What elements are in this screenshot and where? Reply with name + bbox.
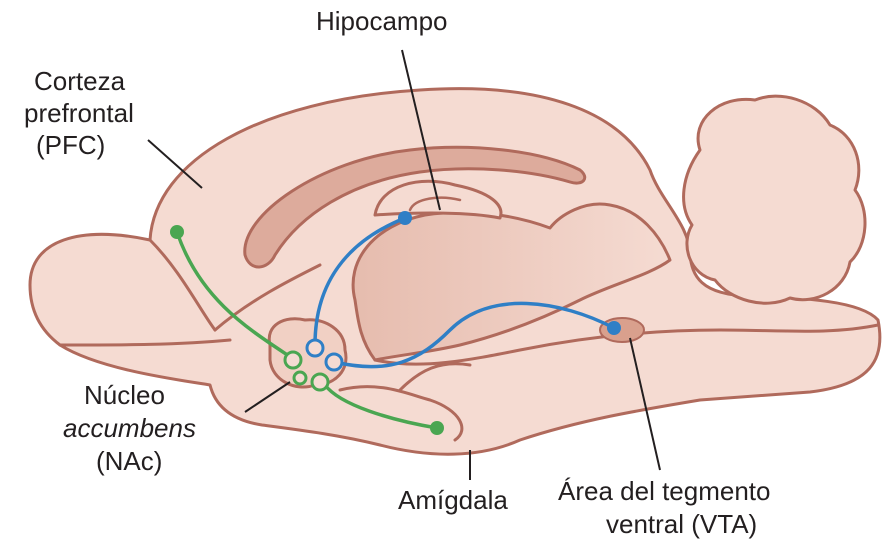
label-vta-line1: Área del tegmento [558, 476, 770, 507]
blue-terminal-vta [607, 321, 621, 335]
label-amygdala: Amígdala [398, 485, 508, 516]
label-hippocampus: Hipocampo [316, 6, 448, 37]
green-terminal-amygdala [430, 421, 444, 435]
label-nac-line2: accumbens [63, 413, 196, 444]
label-pfc-line2: prefrontal [24, 98, 134, 129]
label-pfc-line1: Corteza [34, 66, 125, 97]
label-pfc-line3: (PFC) [36, 130, 105, 161]
cerebellum [684, 96, 865, 303]
label-nac-line3: (NAc) [96, 446, 162, 477]
label-nac-line1: Núcleo [84, 380, 165, 411]
vta-region [600, 318, 644, 342]
blue-terminal-hippocampus [398, 211, 412, 225]
green-terminal-pfc [170, 225, 184, 239]
label-vta-line2: ventral (VTA) [606, 509, 757, 540]
